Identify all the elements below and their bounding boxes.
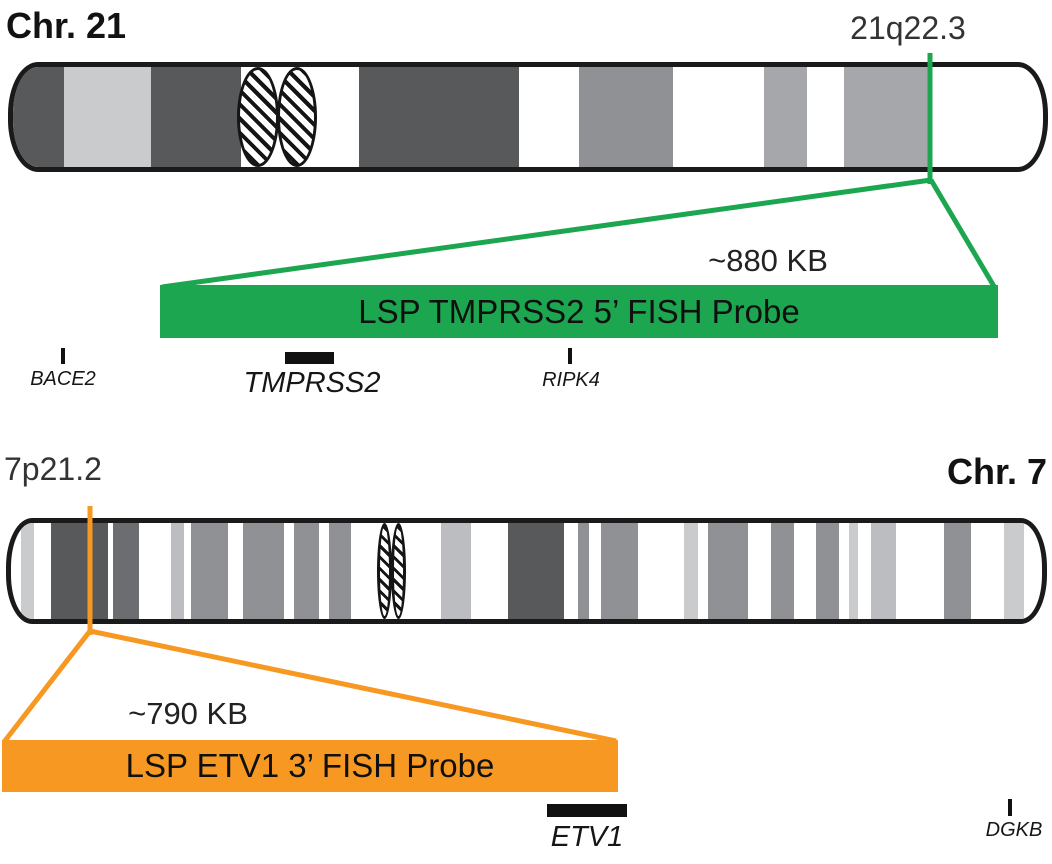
chr21-probe-size-label: ~880 KB bbox=[708, 243, 828, 278]
chr7-band bbox=[329, 523, 351, 619]
chr21-title: Chr. 21 bbox=[6, 5, 127, 46]
chr7-probe-bar: LSP ETV1 3’ FISH Probe bbox=[2, 740, 618, 792]
chr7-band bbox=[243, 523, 284, 619]
ripk4-gene-label: RIPK4 bbox=[542, 369, 600, 391]
chr7-band bbox=[578, 523, 589, 619]
chr7-band bbox=[1004, 523, 1024, 619]
chr21-ideogram bbox=[8, 62, 1048, 172]
chr7-band bbox=[191, 523, 228, 619]
chr7-band bbox=[171, 523, 184, 619]
chr21-band bbox=[579, 67, 673, 167]
chr21-band bbox=[844, 67, 931, 167]
chr7-centromere-lobe bbox=[391, 523, 406, 619]
chr7-band bbox=[294, 523, 319, 619]
chr21-band bbox=[764, 67, 807, 167]
chr21-band bbox=[151, 67, 242, 167]
chr21-band bbox=[64, 67, 151, 167]
chr7-probe-bar-label: LSP ETV1 3’ FISH Probe bbox=[125, 747, 495, 784]
chr7-band bbox=[849, 523, 858, 619]
chr7-locus-label: 7p21.2 bbox=[4, 451, 102, 487]
chr7-band bbox=[708, 523, 748, 619]
tmprss2-gene-marker bbox=[285, 352, 334, 364]
dgkb-gene-marker bbox=[1008, 799, 1012, 816]
chr21-band bbox=[359, 67, 519, 167]
chr7-probe-size-label: ~790 KB bbox=[128, 696, 248, 731]
chr7-ideogram bbox=[6, 518, 1047, 624]
chr21-probe-bar: LSP TMPRSS2 5’ FISH Probe bbox=[160, 285, 998, 338]
bace2-gene-label: BACE2 bbox=[30, 368, 96, 390]
chr7-band bbox=[113, 523, 139, 619]
chr21-centromere-lobe bbox=[277, 67, 317, 167]
chr7-centromere-lobe bbox=[377, 523, 392, 619]
chr7-band bbox=[441, 523, 471, 619]
chr7-band bbox=[21, 523, 34, 619]
chr21-locus-label: 21q22.3 bbox=[850, 10, 966, 46]
dgkb-gene-label: DGKB bbox=[985, 819, 1043, 841]
chr7-band bbox=[601, 523, 638, 619]
tmprss2-gene-label: TMPRSS2 bbox=[243, 367, 381, 399]
chr21-band bbox=[13, 67, 65, 167]
bace2-gene-marker bbox=[61, 348, 65, 364]
chr21-probe-bar-label: LSP TMPRSS2 5’ FISH Probe bbox=[358, 292, 800, 330]
chr21-centromere-lobe bbox=[237, 67, 279, 167]
etv1-gene-marker bbox=[547, 804, 627, 817]
chr7-title: Chr. 7 bbox=[946, 451, 1047, 492]
chr7-band bbox=[51, 523, 108, 619]
chr7-band bbox=[944, 523, 971, 619]
chr7-band bbox=[816, 523, 839, 619]
chr7-band bbox=[871, 523, 896, 619]
chr7-band bbox=[771, 523, 794, 619]
chr21-funnel-right-line bbox=[928, 178, 998, 290]
chr7-band bbox=[684, 523, 698, 619]
chr7-band bbox=[508, 523, 564, 619]
ripk4-gene-marker bbox=[568, 348, 572, 364]
etv1-gene-label: ETV1 bbox=[550, 821, 624, 853]
